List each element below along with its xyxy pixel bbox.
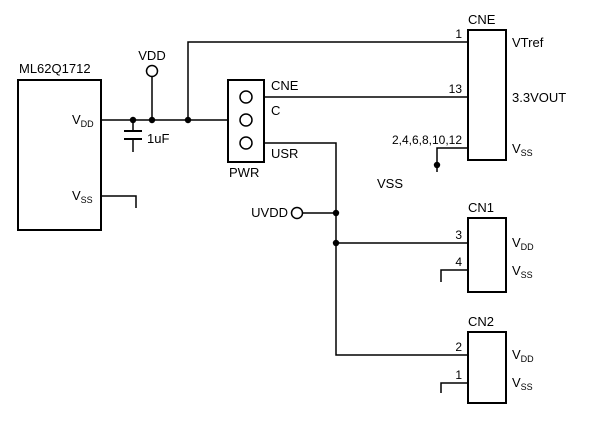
cn2-connector: CN2 2 1 VDD VSS	[455, 314, 534, 404]
pwr-pin-usr-label: USR	[271, 146, 298, 161]
junction-dot-uvdd	[332, 209, 340, 217]
wire-cn2-pin1	[440, 382, 468, 393]
vss-net-label: VSS	[377, 176, 403, 191]
wire-vtref	[187, 41, 468, 120]
cn1-connector: CN1 3 4 VDD VSS	[455, 200, 534, 293]
vdd-terminal: VDD	[138, 48, 166, 78]
junction-dot-capacitor	[129, 116, 137, 124]
junction-dot-vss-net	[433, 161, 441, 169]
cn1-box	[467, 217, 507, 293]
mcu-box	[17, 79, 102, 231]
mcu-block: ML62Q1712 VDD VSS	[17, 61, 102, 231]
cn2-vss-label: VSS	[512, 375, 533, 392]
capacitor	[124, 120, 142, 152]
uvdd-terminal-circle	[290, 206, 304, 220]
uvdd-net-label: UVDD	[251, 205, 288, 220]
cne-pin13-number: 13	[449, 82, 463, 96]
cne-title: CNE	[468, 12, 496, 27]
cn2-pin2-number: 2	[455, 340, 462, 354]
cn1-pin4-number: 4	[455, 255, 462, 269]
capacitor-value-label: 1uF	[147, 131, 169, 146]
uvdd-terminal: UVDD	[251, 205, 304, 220]
cne-pin1-number: 1	[455, 27, 462, 41]
cne-pin13-label: 3.3VOUT	[512, 90, 566, 105]
pwr-pin-cne-label: CNE	[271, 78, 299, 93]
cne-vss-label: VSS	[512, 141, 533, 158]
cn1-title: CN1	[468, 200, 494, 215]
mcu-pin-vdd-label: VDD	[72, 112, 94, 129]
cn2-pin1-number: 1	[455, 368, 462, 382]
wire-cn1-pin4	[440, 269, 468, 282]
pwr-title: PWR	[229, 165, 259, 180]
pwr-header: PWR CNE C USR	[227, 78, 299, 180]
vdd-net-label: VDD	[138, 48, 165, 63]
wires	[101, 41, 468, 393]
pwr-pin-cne-circle	[239, 90, 253, 104]
cne-connector: CNE 1 13 2,4,6,8,10,12 VTref 3.3VOUT VSS	[392, 12, 566, 161]
junction-dot-cn1-branch	[332, 239, 340, 247]
vdd-terminal-circle	[145, 64, 159, 78]
cne-vss-pin-numbers: 2,4,6,8,10,12	[392, 133, 462, 147]
junction-dot-vdd	[148, 116, 156, 124]
cne-box	[467, 29, 507, 161]
pwr-pin-usr-circle	[239, 136, 253, 150]
cn2-box	[467, 331, 507, 404]
cn1-vdd-label: VDD	[512, 235, 534, 252]
cn1-pin3-number: 3	[455, 228, 462, 242]
mcu-title: ML62Q1712	[19, 61, 91, 76]
pwr-pin-c-circle	[239, 113, 253, 127]
junction-dot-vtref-branch	[184, 116, 192, 124]
junction-dots	[129, 116, 441, 247]
mcu-pin-vss-label: VSS	[72, 188, 93, 205]
wire-mcu-vss	[101, 195, 137, 208]
cn2-title: CN2	[468, 314, 494, 329]
pwr-pin-c-label: C	[271, 103, 280, 118]
cn1-vss-label: VSS	[512, 263, 533, 280]
wire-usr-to-cn2	[264, 142, 468, 356]
cn2-vdd-label: VDD	[512, 347, 534, 364]
cne-pin1-label: VTref	[512, 35, 544, 50]
